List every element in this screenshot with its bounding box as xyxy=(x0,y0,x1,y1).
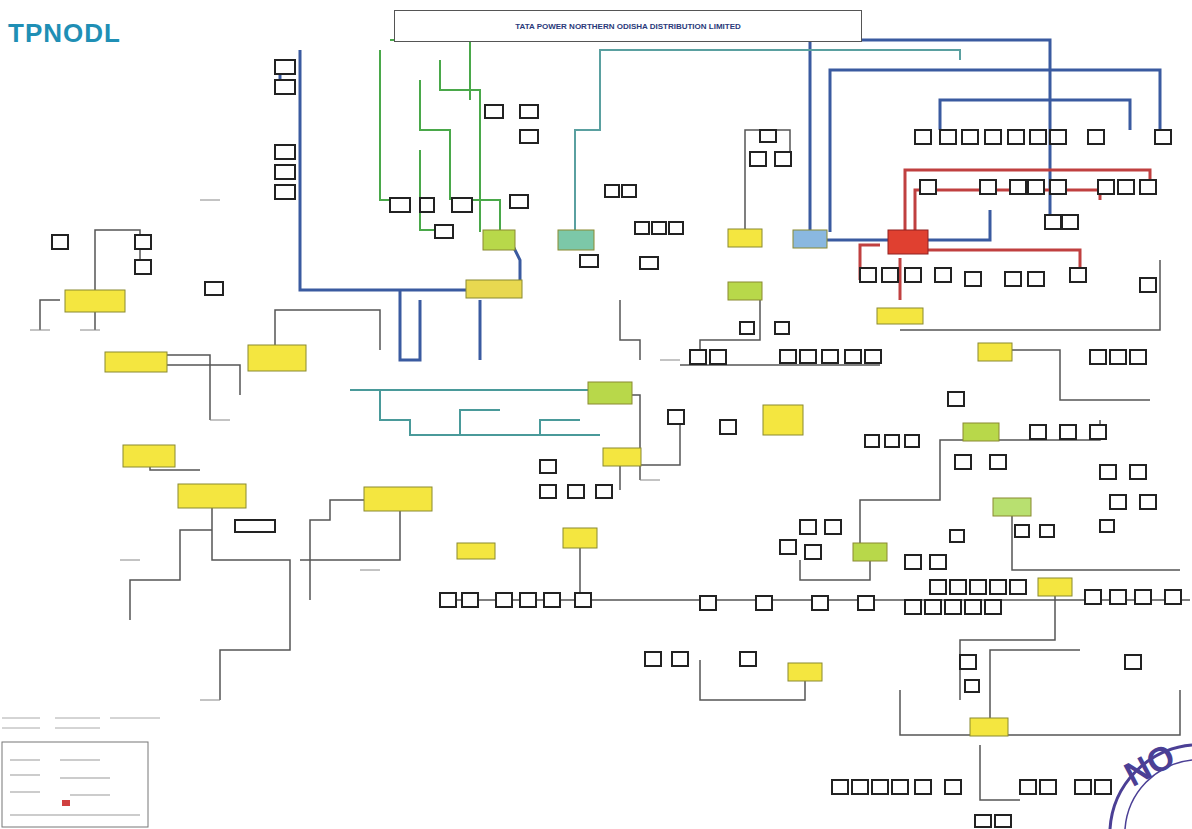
logo-text: TPNODL xyxy=(8,18,121,49)
stamp-text: NO xyxy=(1118,736,1181,794)
title: TATA POWER NORTHERN ODISHA DISTRIBUTION … xyxy=(515,22,741,31)
legend-panel xyxy=(2,718,160,827)
title-box: TATA POWER NORTHERN ODISHA DISTRIBUTION … xyxy=(394,10,862,42)
